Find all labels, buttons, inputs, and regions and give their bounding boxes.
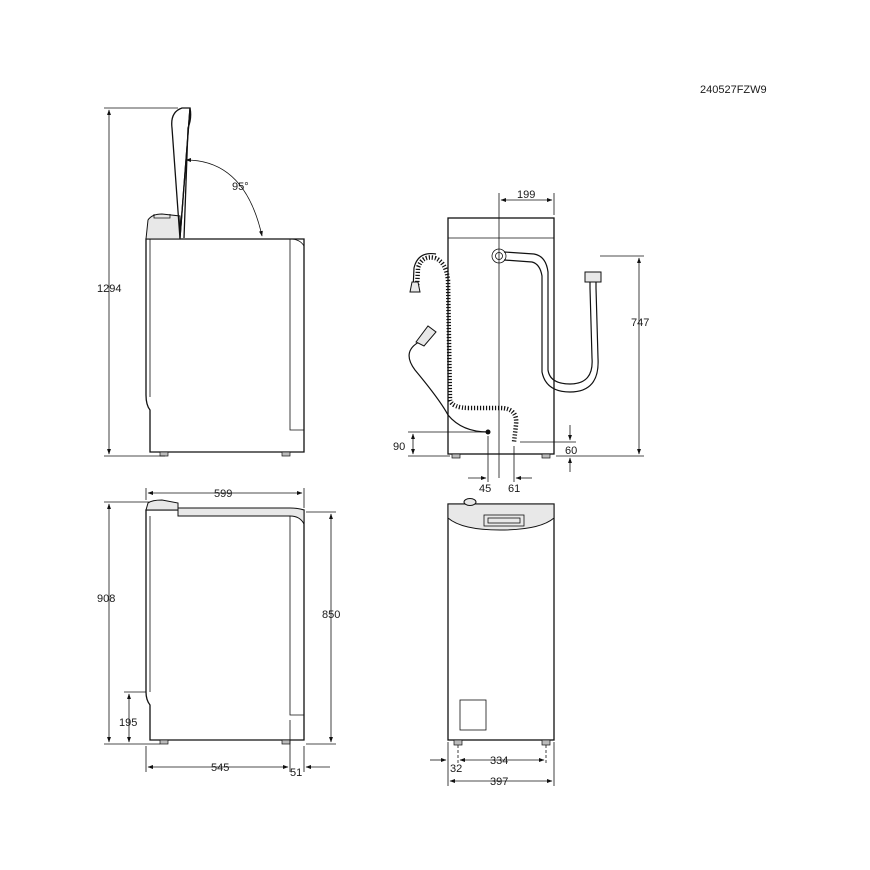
label-feet-inset: 32: [450, 763, 462, 775]
product-code: 240527FZW9: [700, 84, 767, 96]
label-drain-height: 90: [393, 441, 405, 453]
label-height-total: 908: [97, 593, 115, 605]
label-depth-total: 599: [214, 488, 232, 500]
label-outlet-height: 60: [565, 445, 577, 457]
side-view-lid-open: [104, 107, 305, 457]
label-plinth-height: 195: [119, 717, 137, 729]
label-total-height-lid-open: 1294: [97, 283, 121, 295]
label-width-feet: 334: [490, 755, 508, 767]
rear-view-hoses: [408, 193, 644, 482]
side-view-closed: [104, 488, 336, 772]
label-width-total: 397: [490, 776, 508, 788]
label-depth-rear: 51: [290, 767, 302, 779]
label-drain-offset-left: 45: [479, 483, 491, 495]
front-view: [430, 498, 555, 786]
label-lid-angle: 95°: [232, 181, 249, 193]
label-hose-offset-top: 199: [517, 189, 535, 201]
label-inlet-height: 747: [631, 317, 649, 329]
label-depth-body: 545: [211, 762, 229, 774]
label-drain-offset-right: 61: [508, 483, 520, 495]
label-height-body: 850: [322, 609, 340, 621]
